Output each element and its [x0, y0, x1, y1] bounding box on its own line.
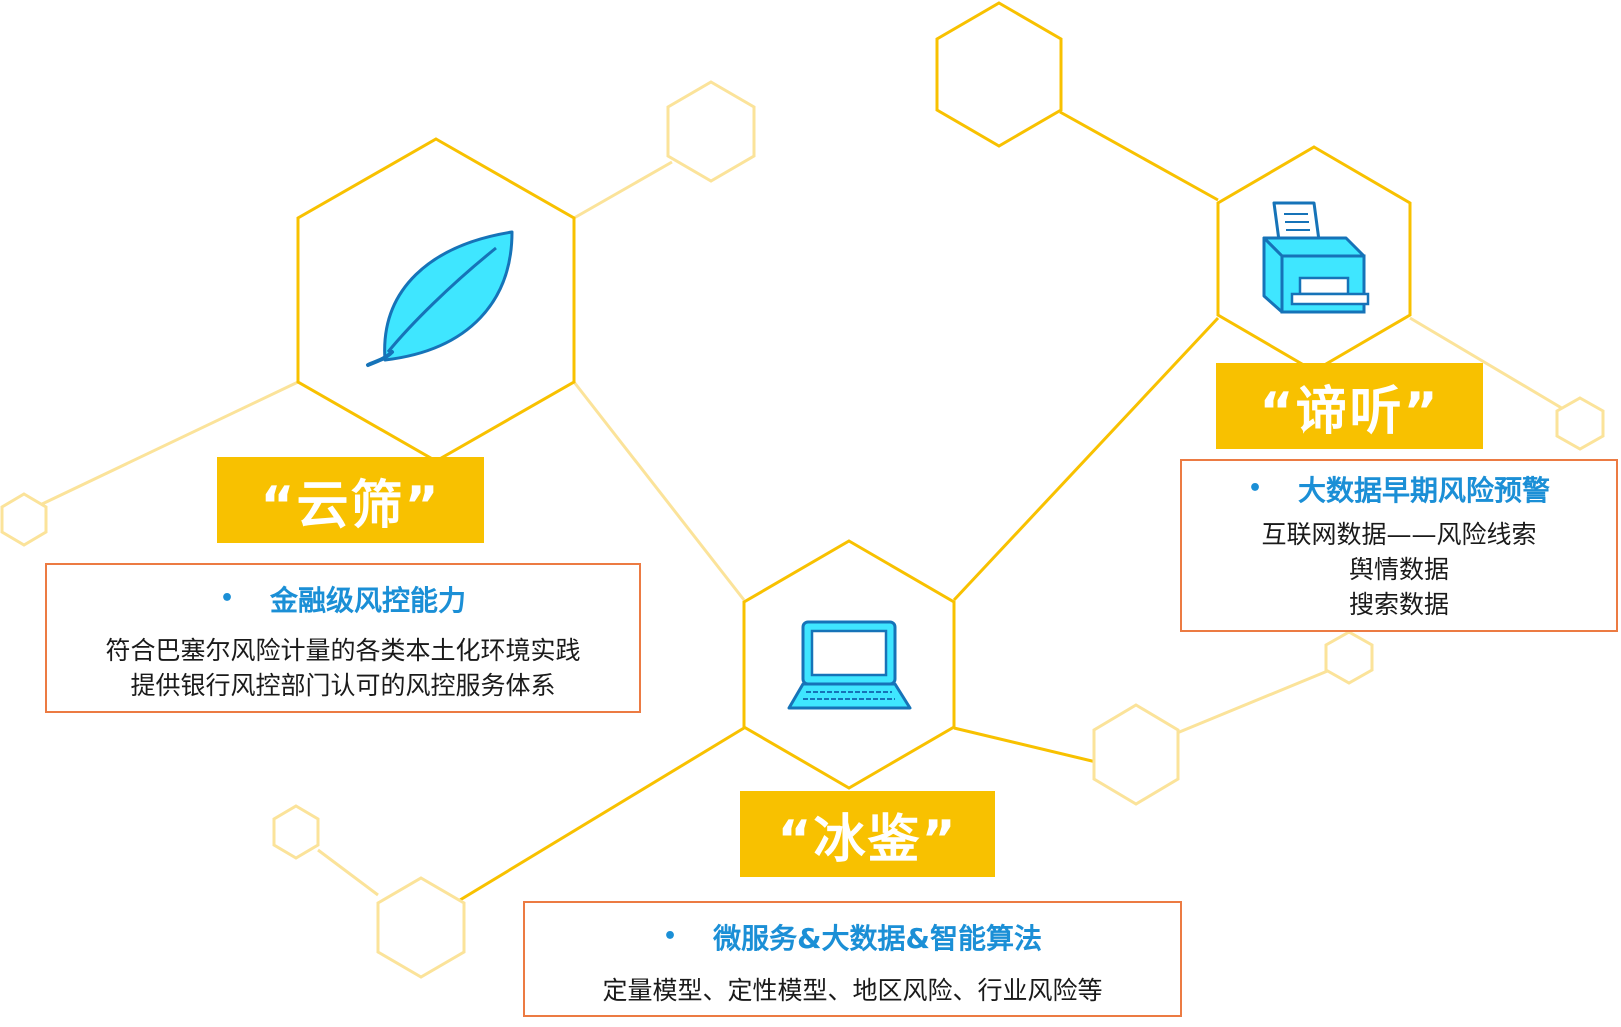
module-heading-text: 大数据早期风险预警	[1298, 474, 1551, 507]
module-line: 互联网数据——风险线索	[1261, 520, 1537, 549]
hexagon-decor	[1555, 396, 1605, 451]
module-line: 提供银行风控部门认可的风控服务体系	[130, 671, 556, 700]
module-heading-text: 微服务&大数据&智能算法	[713, 922, 1042, 955]
connector-line	[952, 316, 1220, 602]
hexagon-decor	[376, 876, 466, 979]
module-line: 搜索数据	[1348, 590, 1449, 619]
module-title-yunshai: “云筛”	[217, 457, 484, 543]
hexagon-decor	[1324, 630, 1374, 685]
info-box-yunshai: • 金融级风控能力 符合巴塞尔风险计量的各类本土化环境实践 提供银行风控部门认可…	[45, 563, 641, 713]
leaf-icon	[366, 230, 514, 367]
connector-line	[1176, 668, 1331, 735]
module-heading: • 微服务&大数据&智能算法	[525, 917, 1180, 957]
connector-line	[1059, 110, 1219, 202]
module-line: 定量模型、定性模型、地区风险、行业风险等	[602, 976, 1103, 1005]
connector-line	[1409, 316, 1566, 412]
laptop-icon	[787, 620, 912, 710]
hexagon-decor	[666, 80, 756, 183]
module-line: 舆情数据	[1348, 555, 1449, 584]
hexagon-decor	[1092, 703, 1180, 806]
hexagon-decor	[935, 1, 1063, 148]
connector-line	[317, 848, 379, 897]
module-title-text: “冰鉴”	[777, 809, 958, 870]
module-title-bingjian: “冰鉴”	[740, 791, 995, 877]
connector-line	[572, 381, 746, 601]
connector-line	[573, 160, 673, 220]
module-heading: • 大数据早期风险预警	[1182, 469, 1616, 509]
connector-line	[459, 726, 745, 902]
printer-icon	[1262, 201, 1370, 314]
hexagon-decor	[272, 804, 320, 860]
info-box-bingjian: • 微服务&大数据&智能算法 定量模型、定性模型、地区风险、行业风险等	[523, 901, 1182, 1017]
module-line: 符合巴塞尔风险计量的各类本土化环境实践	[105, 636, 581, 665]
module-title-diting: “谛听”	[1216, 363, 1483, 449]
connector-line	[953, 726, 1097, 764]
connector-line	[39, 380, 299, 507]
bullet: •	[219, 586, 235, 611]
hexagon-decor	[0, 492, 48, 547]
info-box-diting: • 大数据早期风险预警 互联网数据——风险线索 舆情数据 搜索数据	[1180, 459, 1618, 632]
module-heading-text: 金融级风控能力	[270, 584, 467, 617]
module-title-text: “谛听”	[1259, 381, 1440, 442]
module-heading: • 金融级风控能力	[47, 579, 639, 619]
bullet: •	[663, 924, 678, 949]
bullet: •	[1247, 476, 1263, 501]
module-title-text: “云筛”	[260, 475, 441, 536]
